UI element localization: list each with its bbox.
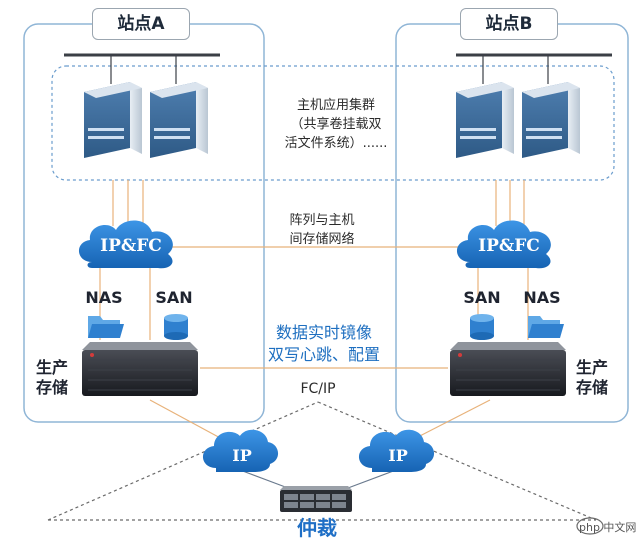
cloud-ip-right-label: IP	[388, 446, 408, 465]
san-left-label: SAN	[155, 288, 193, 307]
watermark-text: php 中文网	[579, 521, 637, 534]
mirror-label-line2: 双写心跳、配置	[267, 345, 380, 364]
arbiter-server-icon	[280, 486, 352, 512]
database-icon	[470, 314, 494, 340]
storage-left-line1: 生产	[35, 358, 68, 377]
nas-left-label: NAS	[85, 288, 123, 307]
cloud-icon	[202, 429, 279, 472]
fcip-label: FC/IP	[300, 381, 336, 397]
folder-icon	[528, 316, 564, 338]
cloud-ipfc-right-label: IP&FC	[478, 236, 540, 256]
storage-right-label: 生产 存储	[570, 358, 614, 398]
storage-array-icon	[450, 342, 566, 396]
storage-array-icon	[82, 342, 198, 396]
san-right-label: SAN	[463, 288, 501, 307]
mirror-label-line1: 数据实时镜像	[275, 323, 372, 342]
folder-icon	[88, 316, 124, 338]
storage-left-label: 生产 存储	[30, 358, 74, 398]
cloud-icon	[456, 220, 551, 269]
network-label-line2: 间存储网络	[289, 232, 355, 247]
database-icon	[164, 314, 188, 340]
cluster-label-line2: （共享卷挂载双	[290, 117, 382, 132]
mirror-label: 数据实时镜像 双写心跳、配置	[246, 322, 402, 366]
server-icon	[456, 82, 514, 158]
cloud-ipfc-left-label: IP&FC	[100, 236, 162, 256]
arbiter-label: 仲裁	[297, 516, 337, 540]
cluster-label-line3: 活文件系统）......	[284, 136, 388, 151]
storage-right-line1: 生产	[575, 358, 608, 377]
network-label-line1: 阵列与主机	[289, 213, 355, 228]
server-icon	[150, 82, 208, 158]
site-b-title: 站点B	[460, 8, 558, 40]
site-a-title: 站点A	[92, 8, 190, 40]
cloud-icon	[78, 220, 173, 269]
cluster-box	[51, 65, 615, 181]
watermark-logo	[576, 517, 604, 535]
storage-left-line2: 存储	[35, 378, 68, 397]
cloud-icon	[358, 429, 435, 472]
server-icon	[84, 82, 142, 158]
storage-right-line2: 存储	[575, 378, 608, 397]
server-icon	[522, 82, 580, 158]
cluster-label: 主机应用集群 （共享卷挂载双 活文件系统）......	[262, 96, 410, 153]
network-label: 阵列与主机 间存储网络	[262, 211, 382, 249]
nas-right-label: NAS	[523, 288, 561, 307]
cloud-ip-left-label: IP	[232, 446, 252, 465]
cluster-label-line1: 主机应用集群	[296, 98, 375, 113]
